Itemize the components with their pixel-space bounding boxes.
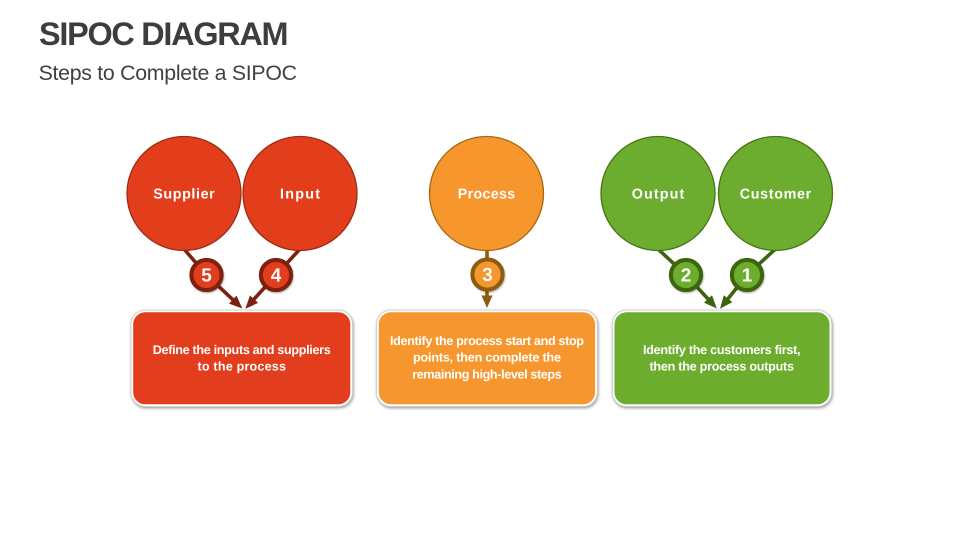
svg-text:points, then complete the: points, then complete the [413,351,561,365]
svg-text:Supplier: Supplier [153,187,215,203]
svg-text:remaining high-level steps: remaining high-level steps [412,367,562,381]
svg-text:then the process outputs: then the process outputs [650,360,795,374]
svg-text:Define the inputs and supplier: Define the inputs and suppliers [153,343,331,357]
svg-text:to the process: to the process [198,360,287,374]
svg-text:Process: Process [458,187,516,203]
svg-text:Identify the customers first,: Identify the customers first, [643,343,801,357]
svg-text:Output: Output [632,187,685,203]
svg-text:Customer: Customer [740,187,812,203]
svg-text:Input: Input [280,187,320,203]
svg-text:Identify the process start and: Identify the process start and stop [390,334,584,348]
